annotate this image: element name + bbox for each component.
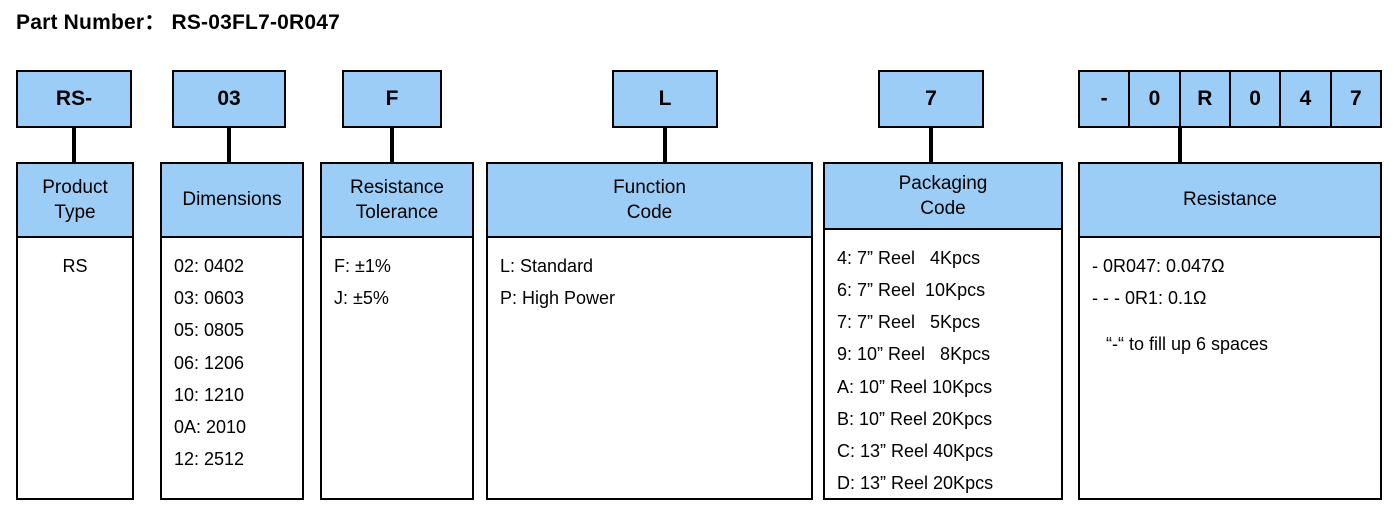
column-packaging-code-header-line-2: Code — [920, 197, 966, 219]
code-box-packaging-code: 7 — [878, 70, 984, 128]
list-item: F: ±1% — [334, 256, 391, 276]
code-box-dimensions-value: 03 — [217, 87, 241, 110]
connector-packaging-code — [929, 128, 933, 162]
list-item: 10: 1210 — [174, 384, 245, 405]
column-function-code-header: Function Code — [488, 164, 811, 238]
list-item: - 0R047: 0.047Ω — [1092, 256, 1225, 276]
part-number-value: RS-03FL7-0R047 — [171, 11, 341, 34]
list-item: P: High Power — [500, 288, 616, 309]
connector-product-type — [72, 128, 76, 162]
resistance-code-cell-4: 0 — [1231, 72, 1282, 126]
list-item: RS — [62, 256, 88, 276]
connector-function-code — [663, 128, 667, 162]
list-item: J: ±5% — [334, 288, 389, 309]
list-item: 05: 0805 — [174, 320, 245, 341]
column-resistance-tolerance-body: F: ±1% J: ±5% — [322, 238, 472, 498]
resistance-code-cell-2: 0 — [1130, 72, 1181, 126]
code-box-function-code-value: L — [658, 87, 672, 110]
list-item: 02: 0402 — [174, 256, 245, 276]
list-item: - - - 0R1: 0.1Ω — [1092, 288, 1207, 309]
list-item-spacer — [1080, 314, 1380, 328]
page-title-label: Part Number： — [16, 11, 166, 34]
column-function-code-header-line-2: Code — [626, 202, 673, 223]
column-function-code-body: L: Standard P: High Power — [488, 238, 811, 498]
column-resistance-header: Resistance — [1080, 164, 1380, 238]
column-product-type-body: RS — [18, 238, 132, 498]
code-box-product-type: RS- — [16, 70, 132, 128]
column-product-type-header: Product Type — [18, 164, 132, 238]
list-item: A: 10” Reel 10Kpcs — [837, 376, 993, 397]
list-item: 0A: 2010 — [174, 417, 247, 438]
list-item: 06: 1206 — [174, 352, 245, 373]
resistance-code-cell-1: - — [1080, 72, 1131, 126]
code-box-resistance-tolerance: F — [342, 70, 442, 128]
list-item: 4: 7” Reel 4Kpcs — [837, 247, 981, 268]
list-item: C: 13” Reel 40Kpcs — [837, 440, 994, 461]
page-title: Part Number： RS-03FL7-0R047 — [16, 6, 340, 36]
list-item: B: 10” Reel 20Kpcs — [837, 408, 993, 429]
column-dimensions-body: 02: 0402 03: 0603 05: 0805 06: 1206 10: … — [162, 238, 302, 498]
connector-dimensions — [227, 128, 231, 162]
list-item: 7: 7” Reel 5Kpcs — [837, 312, 981, 333]
column-function-code-header-line-1: Function — [613, 176, 686, 198]
list-item: 6: 7” Reel 10Kpcs — [837, 279, 986, 300]
resistance-code-cell-6: 7 — [1349, 87, 1362, 110]
column-resistance-tolerance-header-line-1: Resistance — [350, 176, 444, 198]
code-box-packaging-code-value: 7 — [925, 87, 937, 110]
resistance-code-cell-5: 4 — [1281, 72, 1332, 126]
column-product-type-header-line-1: Product — [42, 176, 108, 198]
connector-resistance-tolerance — [390, 128, 394, 162]
column-dimensions-header-line-1: Dimensions — [182, 189, 282, 211]
resistance-fill-note: “-“ to fill up 6 spaces — [1106, 334, 1269, 355]
column-resistance-tolerance-header: Resistance Tolerance — [322, 164, 472, 238]
column-resistance-body: - 0R047: 0.047Ω - - - 0R1: 0.1Ω “-“ to f… — [1080, 238, 1380, 498]
column-dimensions: Dimensions 02: 0402 03: 0603 05: 0805 06… — [160, 162, 304, 500]
connector-resistance — [1178, 128, 1182, 162]
code-box-function-code: L — [612, 70, 718, 128]
column-resistance-header-line-1: Resistance — [1183, 189, 1277, 211]
code-box-resistance-group: - 0 R 0 4 7 — [1078, 70, 1382, 128]
column-product-type-header-line-2: Type — [54, 202, 96, 223]
column-dimensions-header: Dimensions — [162, 164, 302, 238]
list-item: 03: 0603 — [174, 288, 245, 309]
code-box-resistance-tolerance-value: F — [385, 87, 399, 110]
column-packaging-code-header-line-1: Packaging — [898, 172, 988, 194]
column-resistance-tolerance-header-line-2: Tolerance — [355, 202, 439, 223]
column-packaging-code: Packaging Code 4: 7” Reel 4Kpcs 6: 7” Re… — [823, 162, 1063, 500]
list-item: D: 13” Reel 20Kpcs — [837, 473, 994, 494]
column-packaging-code-body: 4: 7” Reel 4Kpcs 6: 7” Reel 10Kpcs 7: 7”… — [825, 230, 1061, 498]
column-resistance-tolerance: Resistance Tolerance F: ±1% J: ±5% — [320, 162, 474, 500]
list-item: 9: 10” Reel 8Kpcs — [837, 344, 991, 365]
code-box-dimensions: 03 — [172, 70, 286, 128]
column-packaging-code-header: Packaging Code — [825, 164, 1061, 230]
resistance-code-cell-3: R — [1181, 72, 1231, 126]
column-product-type: Product Type RS — [16, 162, 134, 500]
column-function-code: Function Code L: Standard P: High Power — [486, 162, 813, 500]
list-item: L: Standard — [500, 256, 594, 276]
code-box-product-type-value: RS- — [55, 87, 93, 110]
column-resistance: Resistance - 0R047: 0.047Ω - - - 0R1: 0.… — [1078, 162, 1382, 500]
list-item: 12: 2512 — [174, 449, 245, 470]
